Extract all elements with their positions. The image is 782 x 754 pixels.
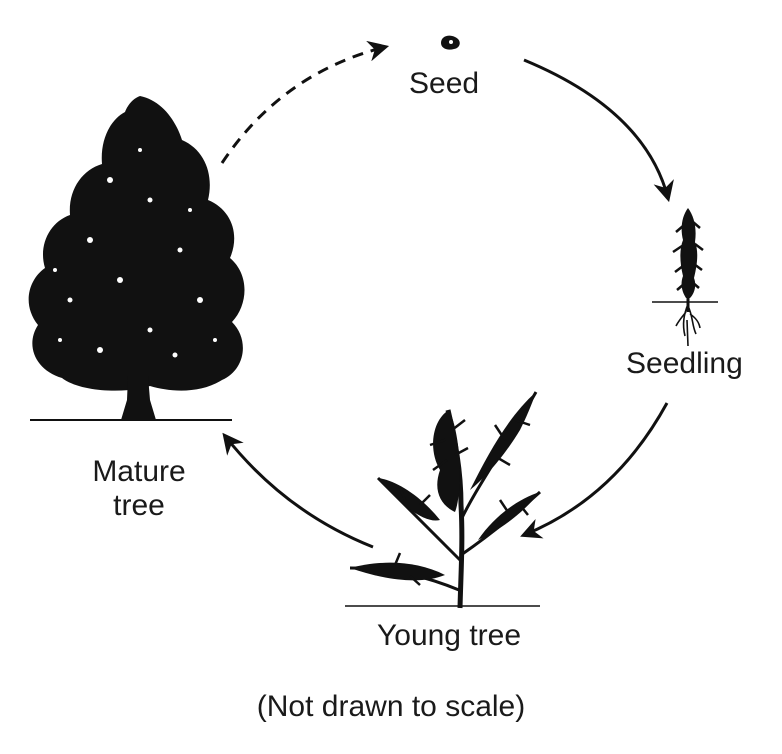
seed-icon (441, 35, 460, 50)
arrow-seedling-to-young-tree (520, 402, 669, 539)
mature-tree-label-line1: Mature (92, 455, 186, 488)
young-tree-label: Young tree (377, 619, 522, 652)
arrow-young-tree-to-mature-tree (222, 432, 374, 549)
seed-label: Seed (409, 67, 480, 100)
arrow-mature-tree-to-seed-dashed (220, 40, 390, 164)
mature-tree-icon (28, 96, 245, 421)
arrow-seed-to-seedling (523, 58, 674, 203)
scale-note: (Not drawn to scale) (256, 690, 526, 723)
mature-tree-label-line2: tree (113, 489, 165, 522)
seedling-icon (652, 208, 718, 347)
seedling-label: Seedling (626, 347, 743, 380)
young-tree-icon (345, 391, 542, 609)
mature-tree-label: Mature tree (84, 455, 194, 523)
